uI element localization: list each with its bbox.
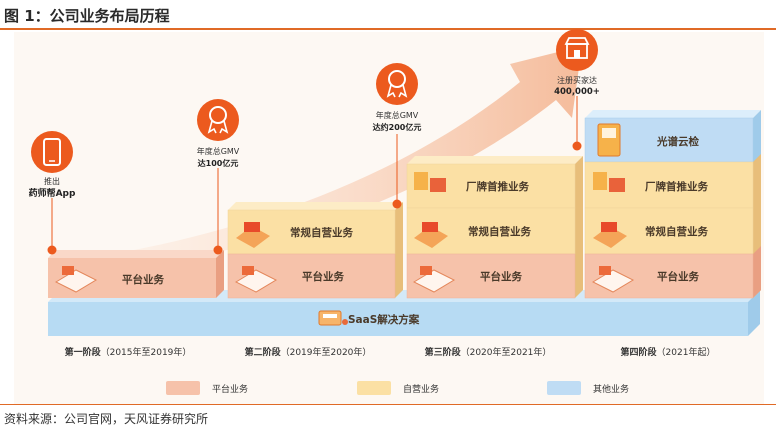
stage-1-period: （2015年至2019年） — [101, 346, 192, 358]
self-operated-label-2: 常规自营业务 — [290, 226, 353, 239]
milestone-3-line-1: 年度总GMV — [376, 110, 419, 120]
stage-1-name: 第一阶段 — [65, 346, 102, 358]
legend-swatch-other — [547, 381, 581, 395]
saas-label: SaaS解决方案 — [348, 313, 420, 326]
stage-2-label: 第二阶段（2019年至2020年） — [245, 346, 372, 358]
cloud-check-icon — [597, 123, 621, 157]
award-icon — [207, 106, 229, 134]
figure-title: 图 1：公司业务布局历程 — [4, 7, 170, 25]
milestone-4-line-1: 注册买家达 — [557, 75, 597, 85]
milestone-dot-2 — [213, 245, 223, 255]
brand-first-label-3: 厂牌首推业务 — [466, 180, 529, 193]
legend-label-self-operated: 自营业务 — [403, 383, 439, 395]
platform-icon — [591, 266, 635, 293]
milestone-1-line-1: 推出 — [44, 176, 60, 186]
milestone-dot-3 — [392, 199, 402, 209]
legend-swatch-self-operated — [357, 381, 391, 395]
saas-icon — [318, 310, 348, 326]
platform-label-1: 平台业务 — [122, 273, 164, 286]
milestone-4-line-2: 400,000+ — [554, 87, 600, 97]
stage-4-name: 第四阶段 — [621, 346, 658, 358]
platform-label-4: 平台业务 — [657, 270, 699, 283]
stage-labels: 第一阶段（2015年至2019年） 第二阶段（2019年至2020年） 第三阶段… — [65, 346, 716, 358]
milestone-2-line-2: 达100亿元 — [198, 158, 239, 168]
milestone-2-line-1: 年度总GMV — [197, 146, 240, 156]
stage-2-name: 第二阶段 — [245, 346, 282, 358]
milestone-dot-4 — [572, 141, 582, 151]
stage-3-period: （2020年至2021年） — [461, 346, 552, 358]
bottom-rule — [0, 404, 776, 405]
self-operated-label-3: 常规自营业务 — [468, 225, 531, 238]
platform-icon — [54, 266, 98, 293]
stage-4-label: 第四阶段（2021年起） — [621, 346, 716, 358]
top-rule — [0, 28, 776, 30]
legend: 平台业务 自营业务 其他业务 — [166, 381, 629, 395]
milestone-3-line-2: 达约200亿元 — [373, 122, 422, 132]
stage-1-label: 第一阶段（2015年至2019年） — [65, 346, 192, 358]
stage-3-label: 第三阶段（2020年至2021年） — [425, 346, 552, 358]
source-note: 资料来源：公司官网，天风证券研究所 — [4, 412, 209, 426]
self-operated-icon — [414, 222, 448, 248]
store-icon — [564, 37, 590, 59]
stage-3-name: 第三阶段 — [425, 346, 462, 358]
brand-first-label-4: 厂牌首推业务 — [645, 180, 708, 193]
milestone-2: 年度总GMV 达100亿元 — [197, 99, 240, 168]
saas-block: SaaS解决方案 — [48, 290, 760, 336]
growth-arrow — [60, 46, 582, 274]
phone-icon — [43, 138, 61, 166]
platform-label-3: 平台业务 — [480, 270, 522, 283]
platform-label-2: 平台业务 — [302, 270, 344, 283]
brand-first-icon — [593, 172, 625, 192]
brand-first-icon — [414, 172, 446, 192]
milestone-3: 年度总GMV 达约200亿元 — [373, 63, 422, 132]
stage-3-blocks: 厂牌首推业务 常规自营业务 平台业务 — [406, 156, 583, 299]
stage-1-blocks: 平台业务 — [48, 250, 224, 298]
stage-4-period: （2021年起） — [657, 346, 716, 358]
platform-icon — [412, 266, 456, 293]
milestone-dot-1 — [47, 245, 57, 255]
self-operated-icon — [593, 222, 627, 248]
self-operated-icon — [236, 222, 270, 248]
platform-icon — [234, 266, 278, 293]
milestone-1: 推出 药师帮App — [29, 131, 76, 199]
milestone-markers — [47, 96, 582, 255]
stage-2-period: （2019年至2020年） — [281, 346, 372, 358]
legend-label-other: 其他业务 — [593, 383, 629, 395]
legend-swatch-platform — [166, 381, 200, 395]
stage-4-blocks: 光谱云检 厂牌首推业务 常规自营业务 平台业务 — [584, 110, 761, 299]
award-icon — [386, 70, 408, 98]
cloud-check-label: 光谱云检 — [656, 135, 699, 148]
legend-label-platform: 平台业务 — [212, 383, 248, 395]
milestone-1-line-2: 药师帮App — [29, 187, 76, 199]
stage-2-blocks: 常规自营业务 平台业务 — [227, 202, 403, 299]
milestone-4: 注册买家达 400,000+ — [554, 29, 600, 97]
self-operated-label-4: 常规自营业务 — [645, 225, 708, 238]
